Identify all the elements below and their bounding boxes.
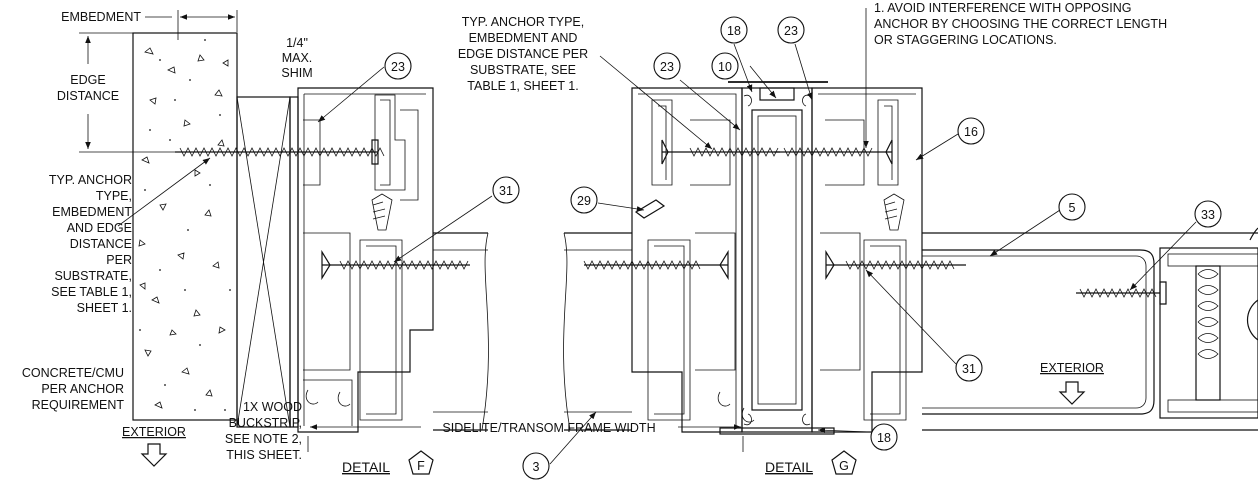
buckstrip-note-line1: 1X WOOD [243, 400, 302, 414]
anchor-note-g: TYP. ANCHOR TYPE, EMBEDMENT AND EDGE DIS… [458, 15, 713, 150]
buckstrip-note-line4: THIS SHEET. [226, 448, 302, 462]
anchor-note-f-line1: TYP. ANCHOR [49, 173, 132, 187]
wood-buckstrip [236, 96, 299, 428]
frame-width-label: SIDELITE/TRANSOM FRAME WIDTH [442, 421, 655, 435]
exterior-label-f: EXTERIOR [122, 425, 186, 439]
anchor-note-f-line5: DISTANCE [70, 237, 132, 251]
shim-label-line2: MAX. [282, 51, 313, 65]
anchor-note-f-line6: PER [106, 253, 132, 267]
anchor-note-g-line3: EDGE DISTANCE PER [458, 47, 588, 61]
callout-33-bubble [1194, 200, 1222, 228]
callout-18-bottom: 18 [877, 431, 891, 445]
buckstrip-note-line3: SEE NOTE 2, [225, 432, 302, 446]
buckstrip-note-line2: BUCKSTRIP, [229, 416, 302, 430]
concrete-note-line1: CONCRETE/CMU [22, 366, 124, 380]
anchor-note-f-line4: AND EDGE [67, 221, 132, 235]
callout-23-left: 23 [660, 60, 674, 74]
callout-18-top-bubble [720, 16, 748, 44]
door-screw [1076, 281, 1167, 305]
exterior-arrow-f-icon [140, 443, 168, 467]
detail-g-word: DETAIL [765, 459, 813, 475]
detail-f-word: DETAIL [342, 459, 390, 475]
callout-16: 16 [964, 125, 978, 139]
detail-f-pentagon-icon [408, 450, 434, 475]
anchor-note-f-line8: SEE TABLE 1, [51, 285, 132, 299]
door-panel [922, 227, 1258, 431]
embedment-label: EMBEDMENT [61, 10, 141, 24]
anchor-note-g-line2: EMBEDMENT AND [469, 31, 578, 45]
exterior-arrow-g-icon [1058, 381, 1086, 405]
anchor-note-f-line3: EMBEDMENT [52, 205, 132, 219]
frame-profile-g-right [811, 87, 923, 433]
avoid-note-line3: OR STAGGERING LOCATIONS. [874, 33, 1057, 47]
anchor-note-g-line4: SUBSTRATE, SEE [470, 63, 576, 77]
edge-distance-label-line1: EDGE [70, 73, 105, 87]
callout-23-top-bubble [777, 16, 805, 44]
detail-f: EMBEDMENT EDGE DISTANCE 1/4" MAX. SHIM [22, 10, 520, 475]
anchor-screw-concrete [175, 139, 385, 165]
detail-g-letter: G [839, 459, 849, 473]
callout-23-f-bubble [384, 52, 412, 80]
callout-23-top: 23 [784, 24, 798, 38]
anchor-note-f-line2: TYPE, [96, 189, 132, 203]
callout-10: 10 [718, 60, 732, 74]
detail-g-pentagon-icon [831, 450, 857, 475]
callout-18-top: 18 [727, 24, 741, 38]
anchor-screw-lower-f [321, 249, 470, 281]
callout-23-f: 23 [391, 60, 405, 74]
anchor-screw-g-upper-right [774, 139, 893, 165]
detail-g: TYP. ANCHOR TYPE, EMBEDMENT AND EDGE DIS… [458, 1, 1258, 480]
anchor-screw-g-lower-left [583, 249, 729, 281]
anchor-note-g-line5: TABLE 1, SHEET 1. [467, 79, 578, 93]
frame-width-dimension: SIDELITE/TRANSOM FRAME WIDTH [307, 421, 744, 452]
callout-23-left-bubble [653, 52, 681, 80]
anchor-note-f-line9: SHEET 1. [77, 301, 132, 315]
frame-profile-f [297, 87, 489, 433]
callout-31-g: 31 [962, 362, 976, 376]
anchor-note-f: TYP. ANCHOR TYPE, EMBEDMENT AND EDGE DIS… [49, 157, 211, 315]
frame-profile-g-left [563, 87, 755, 433]
avoid-note-line2: ANCHOR BY CHOOSING THE CORRECT LENGTH [874, 17, 1167, 31]
callout-3: 3 [533, 460, 540, 474]
callout-31-f: 31 [499, 184, 513, 198]
avoid-note-line1: 1. AVOID INTERFERENCE WITH OPPOSING [874, 1, 1131, 15]
callout-29-bubble [570, 186, 598, 214]
detail-f-letter: F [417, 459, 425, 473]
concrete-note-line2: PER ANCHOR [41, 382, 124, 396]
callout-33: 33 [1201, 208, 1215, 222]
concrete-note-line3: REQUIREMENT [32, 398, 125, 412]
concrete-substrate [132, 32, 238, 421]
callout-18-bottom-bubble [870, 423, 898, 451]
shim-label-line1: 1/4" [286, 36, 308, 50]
anchor-screw-g-upper-left [661, 139, 780, 165]
edge-distance-label-line2: DISTANCE [57, 89, 119, 103]
callout-16-bubble [957, 117, 985, 145]
callout-10-bubble [711, 52, 739, 80]
avoid-interference-note: 1. AVOID INTERFERENCE WITH OPPOSING ANCH… [863, 1, 1167, 148]
anchor-screw-g-lower-right [825, 249, 966, 281]
callout-5: 5 [1069, 201, 1076, 215]
callout-31-f-bubble [492, 176, 520, 204]
callout-31-g-bubble [955, 354, 983, 382]
anchor-note-f-line7: SUBSTRATE, [54, 269, 132, 283]
callout-5-bubble [1058, 193, 1086, 221]
callout-29: 29 [577, 194, 591, 208]
callout-3-bubble [522, 452, 550, 480]
shim-label-line3: SHIM [281, 66, 312, 80]
anchor-note-g-line1: TYP. ANCHOR TYPE, [462, 15, 585, 29]
exterior-label-g: EXTERIOR [1040, 361, 1104, 375]
center-mullion [719, 81, 835, 435]
